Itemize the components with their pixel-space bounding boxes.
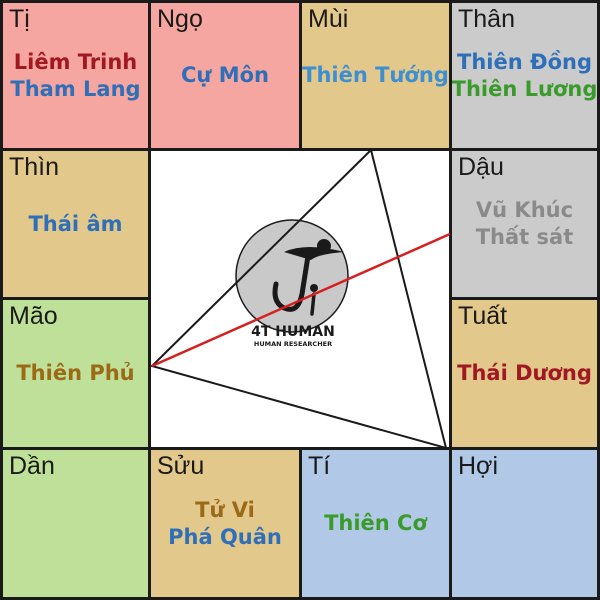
palace-name: Tí xyxy=(308,452,331,480)
palace-ti-2: Tí Thiên Cơ xyxy=(299,447,452,600)
palace-dau: Dậu Vũ Khúc Thất sát xyxy=(449,148,600,300)
star-label: Liêm Trinh xyxy=(13,49,138,74)
star-label: Thiên Tướng xyxy=(302,63,449,87)
palace-name: Sửu xyxy=(157,452,205,480)
logo-circle xyxy=(235,219,349,333)
center-diagram: 4T HUMAN HUMAN RESEARCHER xyxy=(150,148,451,450)
star-list: Vũ Khúc Thất sát xyxy=(452,151,597,297)
star-label: Tử Vi xyxy=(195,497,255,522)
palace-tuat: Tuất Thái Dương xyxy=(449,297,600,450)
palace-name: Ngọ xyxy=(157,5,203,33)
palace-name: Thân xyxy=(458,5,515,33)
star-label: Cự Môn xyxy=(181,63,269,87)
palace-name: Dần xyxy=(9,452,55,480)
palace-than: Thân Thiên Đồng Thiên Lương xyxy=(449,0,600,151)
palace-ngo: Ngọ Cự Môn xyxy=(148,0,302,151)
star-list: Thiên Phủ xyxy=(3,300,148,447)
star-list: Tử Vi Phá Quân xyxy=(151,450,299,597)
star-list: Thiên Đồng Thiên Lương xyxy=(452,3,597,148)
star-list: Thái âm xyxy=(3,151,148,297)
star-label: Thiên Phủ xyxy=(16,361,135,385)
palace-dan: Dần xyxy=(0,447,151,600)
palace-name: Hợi xyxy=(458,452,499,480)
star-list: Liêm Trinh Tham Lang xyxy=(3,3,148,148)
palace-hoi: Hợi xyxy=(449,447,600,600)
star-label: Thất sát xyxy=(475,225,574,249)
logo-title: 4T HUMAN xyxy=(251,324,335,340)
star-list: Thiên Cơ xyxy=(302,450,449,597)
palace-mao: Mão Thiên Phủ xyxy=(0,297,151,450)
palace-mui: Mùi Thiên Tướng xyxy=(299,0,452,151)
palace-name: Mùi xyxy=(308,5,349,33)
palace-name: Dậu xyxy=(458,153,504,181)
star-label: Thiên Đồng xyxy=(457,49,592,74)
star-list: Thiên Tướng xyxy=(302,3,449,148)
red-axis-line xyxy=(151,232,451,368)
star-label: Thái Dương xyxy=(457,361,592,385)
star-label: Thái âm xyxy=(28,211,123,236)
star-label: Vũ Khúc xyxy=(475,198,574,222)
palace-ti: Tị Liêm Trinh Tham Lang xyxy=(0,0,151,151)
star-label: Phá Quân xyxy=(168,524,282,549)
star-label: Tham Lang xyxy=(10,76,141,101)
palace-thin: Thìn Thái âm xyxy=(0,148,151,300)
star-label: Thiên Cơ xyxy=(324,511,427,535)
palace-name: Tuất xyxy=(458,302,508,330)
palace-name: Tị xyxy=(9,5,30,33)
palace-name: Mão xyxy=(9,302,58,330)
star-list: Thái Dương xyxy=(452,300,597,447)
palace-name: Thìn xyxy=(9,153,60,181)
center-panel: 4T HUMAN HUMAN RESEARCHER xyxy=(148,148,452,450)
palace-suu: Sửu Tử Vi Phá Quân xyxy=(148,447,302,600)
star-label: Thiên Lương xyxy=(451,76,598,101)
logo-subtitle: HUMAN RESEARCHER xyxy=(254,340,332,348)
star-list: Cự Môn xyxy=(151,3,299,148)
triangle-line xyxy=(150,148,448,450)
